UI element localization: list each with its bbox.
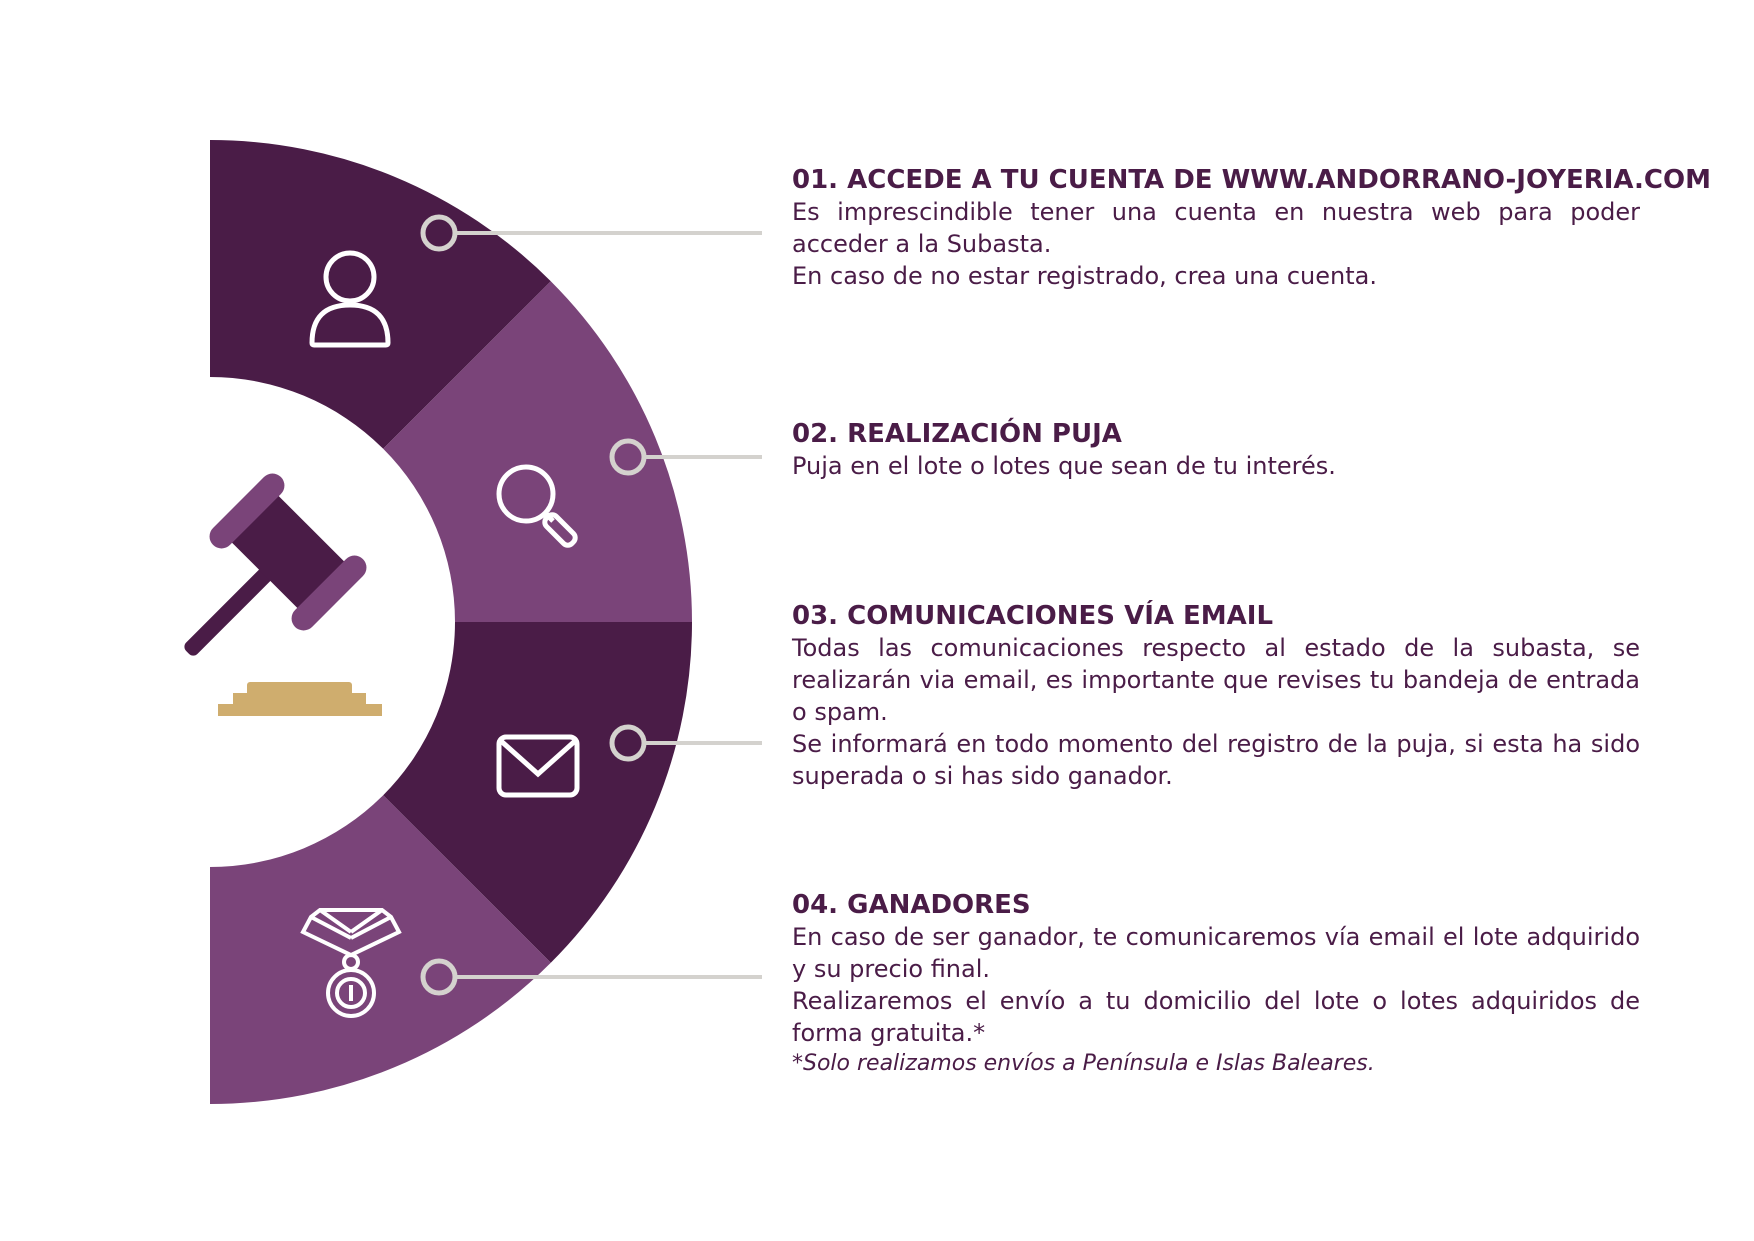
ring-segment-4	[210, 795, 551, 1104]
envelope-icon	[496, 734, 580, 798]
connectors	[420, 214, 762, 996]
connector-dot-3	[609, 724, 647, 762]
connector-dot-1	[420, 214, 458, 252]
step-1-line-2: En caso de no estar registrado, crea una…	[792, 262, 1377, 290]
step-3-line-1: Todas las comunicaciones respecto al est…	[792, 634, 1640, 726]
step-1-line-1: Es imprescindible tener una cuenta en nu…	[792, 198, 1640, 258]
connector-dot-2	[609, 438, 647, 476]
step-title-1: 01. ACCEDE A TU CUENTA DE WWW.ANDORRANO-…	[792, 165, 1711, 195]
magnifier-icon	[496, 464, 578, 548]
ring-segment-3	[383, 622, 692, 963]
medal-icon	[300, 908, 402, 1018]
step-title-4: 04. GANADORES	[792, 890, 1031, 920]
gavel-icon	[184, 473, 382, 716]
ring-segment-1	[210, 140, 551, 449]
step-body-3: Todas las comunicaciones respecto al est…	[792, 632, 1640, 792]
step-2-line-1: Puja en el lote o lotes que sean de tu i…	[792, 452, 1336, 480]
connector-dot-4	[420, 958, 458, 996]
step-title-2: 02. REALIZACIÓN PUJA	[792, 419, 1122, 449]
half-ring	[210, 140, 692, 1104]
step-title-3: 03. COMUNICACIONES VÍA EMAIL	[792, 601, 1274, 631]
step-body-2: Puja en el lote o lotes que sean de tu i…	[792, 450, 1640, 482]
step-4-line-2: Realizaremos el envío a tu domicilio del…	[792, 987, 1640, 1047]
step-body-4: En caso de ser ganador, te comunicaremos…	[792, 921, 1640, 1079]
step-4-line-1: En caso de ser ganador, te comunicaremos…	[792, 923, 1640, 983]
step-4: 04. GANADORES En caso de ser ganador, te…	[792, 889, 1640, 1079]
step-4-note: *Solo realizamos envíos a Península e Is…	[792, 1051, 1375, 1076]
step-2: 02. REALIZACIÓN PUJA Puja en el lote o l…	[792, 418, 1640, 482]
ring-segment-2	[383, 281, 692, 622]
step-3: 03. COMUNICACIONES VÍA EMAIL Todas las c…	[792, 600, 1640, 792]
step-3-line-2: Se informará en todo momento del registr…	[792, 730, 1640, 790]
step-1: 01. ACCEDE A TU CUENTA DE WWW.ANDORRANO-…	[792, 164, 1711, 292]
user-icon	[309, 250, 391, 348]
step-body-1: Es imprescindible tener una cuenta en nu…	[792, 196, 1640, 292]
